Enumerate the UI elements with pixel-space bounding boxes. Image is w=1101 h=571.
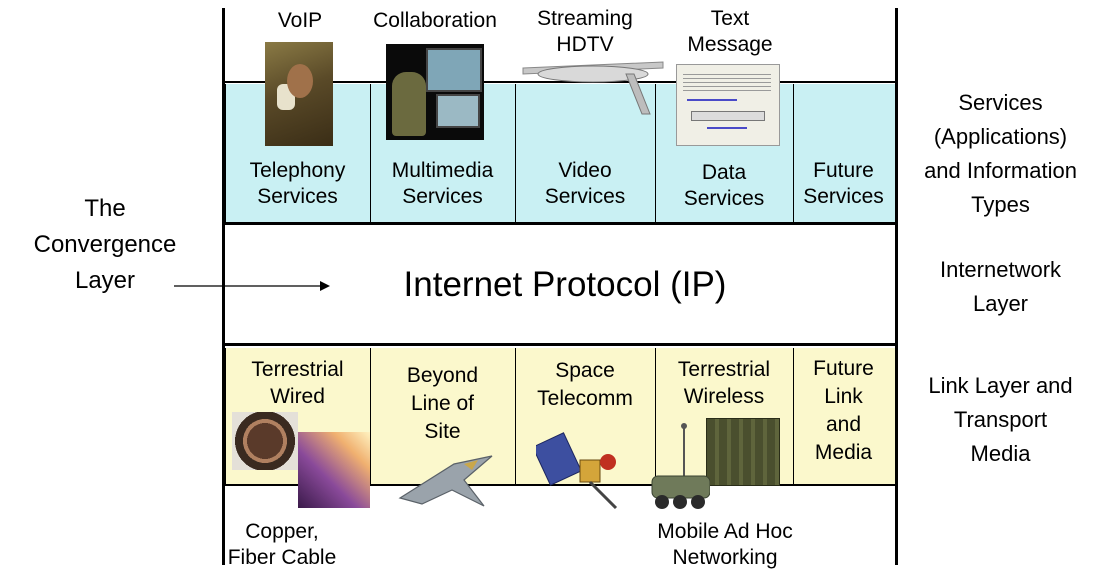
- copper-fiber-label-line1: Copper,: [245, 520, 319, 543]
- manet-label-line2: Networking: [672, 546, 778, 569]
- monitor-screen-shape-2: [436, 94, 480, 128]
- beyond-los-line3: Site: [424, 420, 461, 443]
- terrestrial-wireless-line1: Terrestrial: [677, 358, 771, 381]
- solar-panel-shape: [536, 432, 582, 486]
- copper-fiber-label-line2: Fiber Cable: [227, 546, 337, 569]
- beyond-los-line2: Line of: [410, 392, 475, 415]
- satellite-body-shape: [579, 459, 601, 483]
- future-link-line1: Future: [813, 357, 874, 380]
- satellite-image: [536, 432, 618, 510]
- fighter-jet-image: [398, 455, 493, 507]
- radio-equipment-photo: [706, 418, 780, 486]
- streaming-label-line1: Streaming: [537, 7, 633, 30]
- telephony-label-line1: Telephony: [249, 159, 346, 182]
- right-link-line3: Media: [970, 441, 1031, 466]
- voip-soldier-photo: [265, 42, 333, 146]
- rule-links-bottom: [225, 484, 895, 486]
- terrestrial-wireless-line2: Wireless: [683, 385, 765, 408]
- manet-label-line1: Mobile Ad Hoc: [657, 520, 793, 543]
- right-internetwork-line1: Internetwork: [939, 257, 1062, 282]
- text-message-line2: Message: [687, 33, 773, 56]
- right-services-line2: (Applications): [933, 124, 1068, 149]
- telephony-label-line2: Services: [257, 185, 338, 208]
- right-services-line1: Services: [958, 90, 1043, 115]
- message-text-lines: [683, 71, 771, 91]
- vehicle-body-shape: [651, 475, 710, 499]
- beyond-los-cell: [370, 348, 517, 484]
- future-services-label-line1: Future: [813, 159, 874, 182]
- data-label-line1: Data: [701, 161, 747, 184]
- collaboration-workstation-photo: [386, 44, 484, 140]
- future-link-cell: [793, 348, 896, 484]
- right-services-line3: and Information: [924, 158, 1077, 183]
- future-link-line3: and: [825, 413, 862, 436]
- arrow-head-icon: [320, 281, 330, 291]
- video-label-line1: Video: [558, 159, 612, 182]
- data-label-line2: Services: [683, 187, 765, 210]
- uav-tail-shape: [625, 73, 651, 115]
- rule-links-top: [225, 343, 895, 346]
- copper-cable-photo: [232, 412, 298, 470]
- text-message-line1: Text: [710, 7, 750, 30]
- space-telecomm-line1: Space: [555, 359, 615, 382]
- terrestrial-wired-line2: Wired: [270, 385, 325, 408]
- convergence-label-line3: Layer: [74, 267, 136, 294]
- terrestrial-wired-line1: Terrestrial: [251, 358, 344, 381]
- rule-services-bottom: [225, 222, 895, 225]
- operator-shape: [392, 72, 426, 136]
- voip-label: VoIP: [277, 9, 323, 32]
- fiber-cable-photo: [298, 432, 370, 508]
- data-message-screenshot: [676, 64, 780, 146]
- right-link-line2: Transport: [953, 407, 1048, 432]
- rule-services-top: [225, 81, 895, 83]
- video-label-line2: Services: [544, 185, 626, 208]
- message-link-line: [687, 99, 737, 101]
- right-services-line4: Types: [971, 192, 1030, 217]
- convergence-label-line1: The: [84, 195, 126, 222]
- streaming-label-line2: HDTV: [556, 33, 614, 56]
- uav-body-shape: [537, 65, 649, 83]
- jet-canopy-shape: [464, 460, 478, 470]
- jet-body-shape: [398, 455, 493, 507]
- right-internetwork-line2: Layer: [972, 291, 1029, 316]
- ip-layer-label: Internet Protocol (IP): [403, 265, 727, 304]
- convergence-arrow: [174, 281, 330, 291]
- convergence-label-line2: Convergence: [33, 231, 177, 258]
- multimedia-label-line2: Services: [402, 185, 483, 208]
- space-telecomm-line2: Telecomm: [537, 387, 633, 410]
- monitor-screen-shape: [426, 48, 482, 92]
- satellite-dish-shape: [600, 454, 616, 470]
- future-services-cell: [793, 84, 896, 222]
- beyond-los-line1: Beyond: [406, 364, 479, 387]
- face-shape: [287, 64, 313, 98]
- robot-vehicle-image: [651, 423, 710, 509]
- future-link-line4: Media: [814, 441, 873, 464]
- right-link-line1: Link Layer and: [928, 373, 1073, 398]
- collaboration-label: Collaboration: [373, 9, 497, 32]
- right-border: [895, 8, 898, 565]
- future-link-line2: Link: [824, 385, 863, 408]
- uav-drone-image: [522, 61, 664, 115]
- future-services-label-line2: Services: [803, 185, 884, 208]
- multimedia-label-line1: Multimedia: [391, 159, 494, 182]
- message-link-line-2: [707, 127, 747, 129]
- message-button-shape: [691, 111, 765, 121]
